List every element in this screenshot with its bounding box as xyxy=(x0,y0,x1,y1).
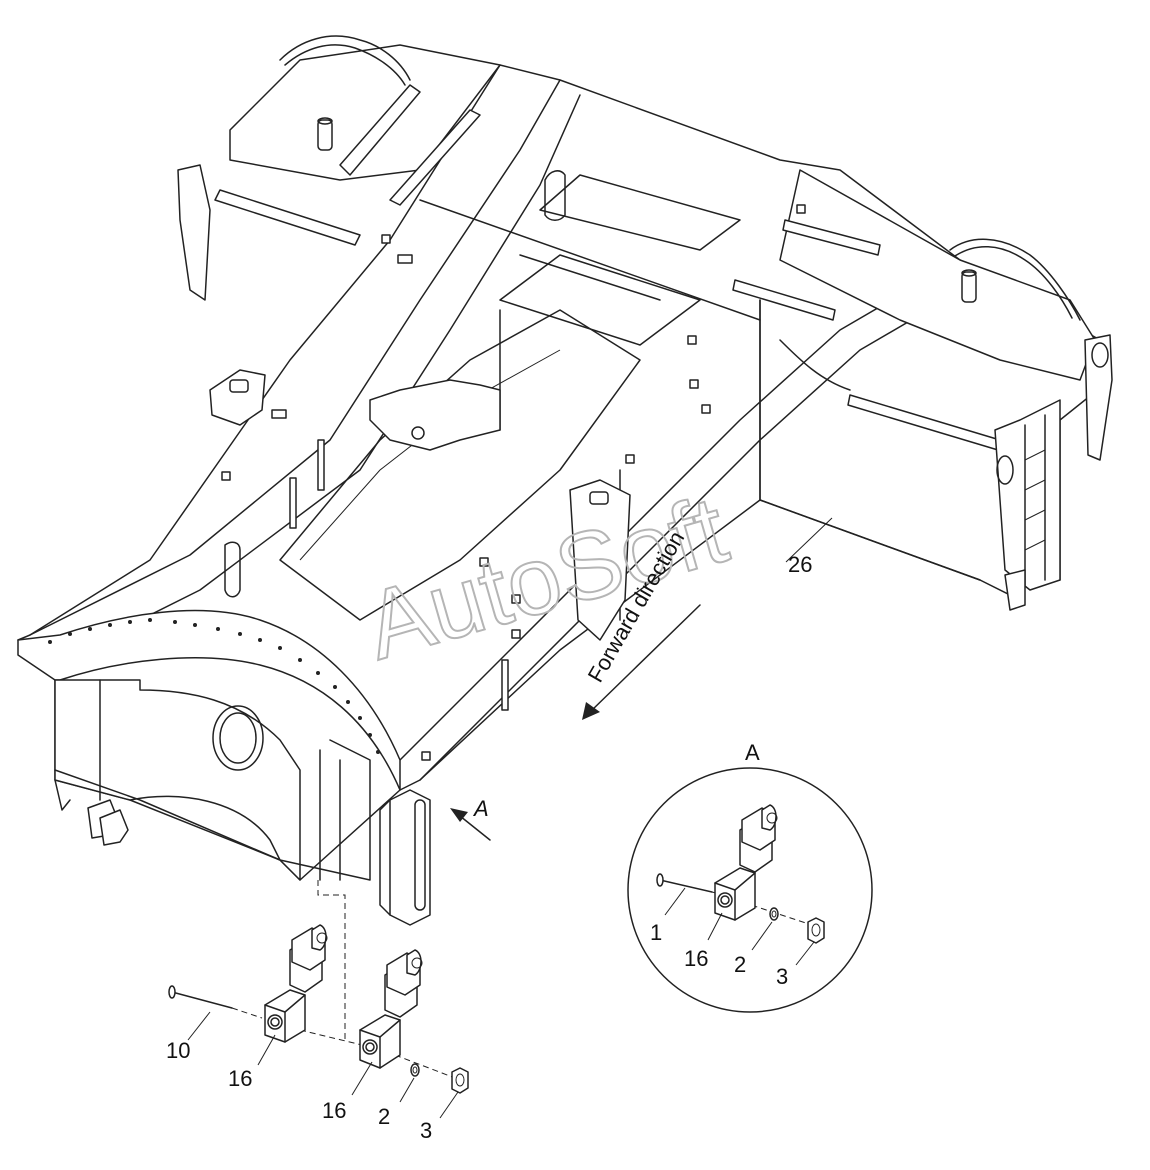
chassis-frame xyxy=(17,35,1113,926)
detail-callout-2: 2 xyxy=(734,952,746,977)
callout-2: 2 xyxy=(378,1104,390,1129)
callout-26: 26 xyxy=(788,552,812,577)
detail-callout-3: 3 xyxy=(776,964,788,989)
detail-view-a xyxy=(627,767,873,1013)
view-a-marker: A xyxy=(472,796,489,821)
arch-bolt-holes xyxy=(48,618,380,754)
leader-26 xyxy=(785,517,833,563)
detail-title-a: A xyxy=(745,740,760,765)
detail-callout-1: 1 xyxy=(650,920,662,945)
callout-3: 3 xyxy=(420,1118,432,1143)
detail-callout-16: 16 xyxy=(684,946,708,971)
valve-assembly-exploded xyxy=(168,880,469,1119)
callout-10: 10 xyxy=(166,1038,190,1063)
callout-16-right: 16 xyxy=(322,1098,346,1123)
forward-direction-arrow xyxy=(582,604,701,720)
view-a-arrow xyxy=(450,808,491,841)
callout-16-left: 16 xyxy=(228,1066,252,1091)
